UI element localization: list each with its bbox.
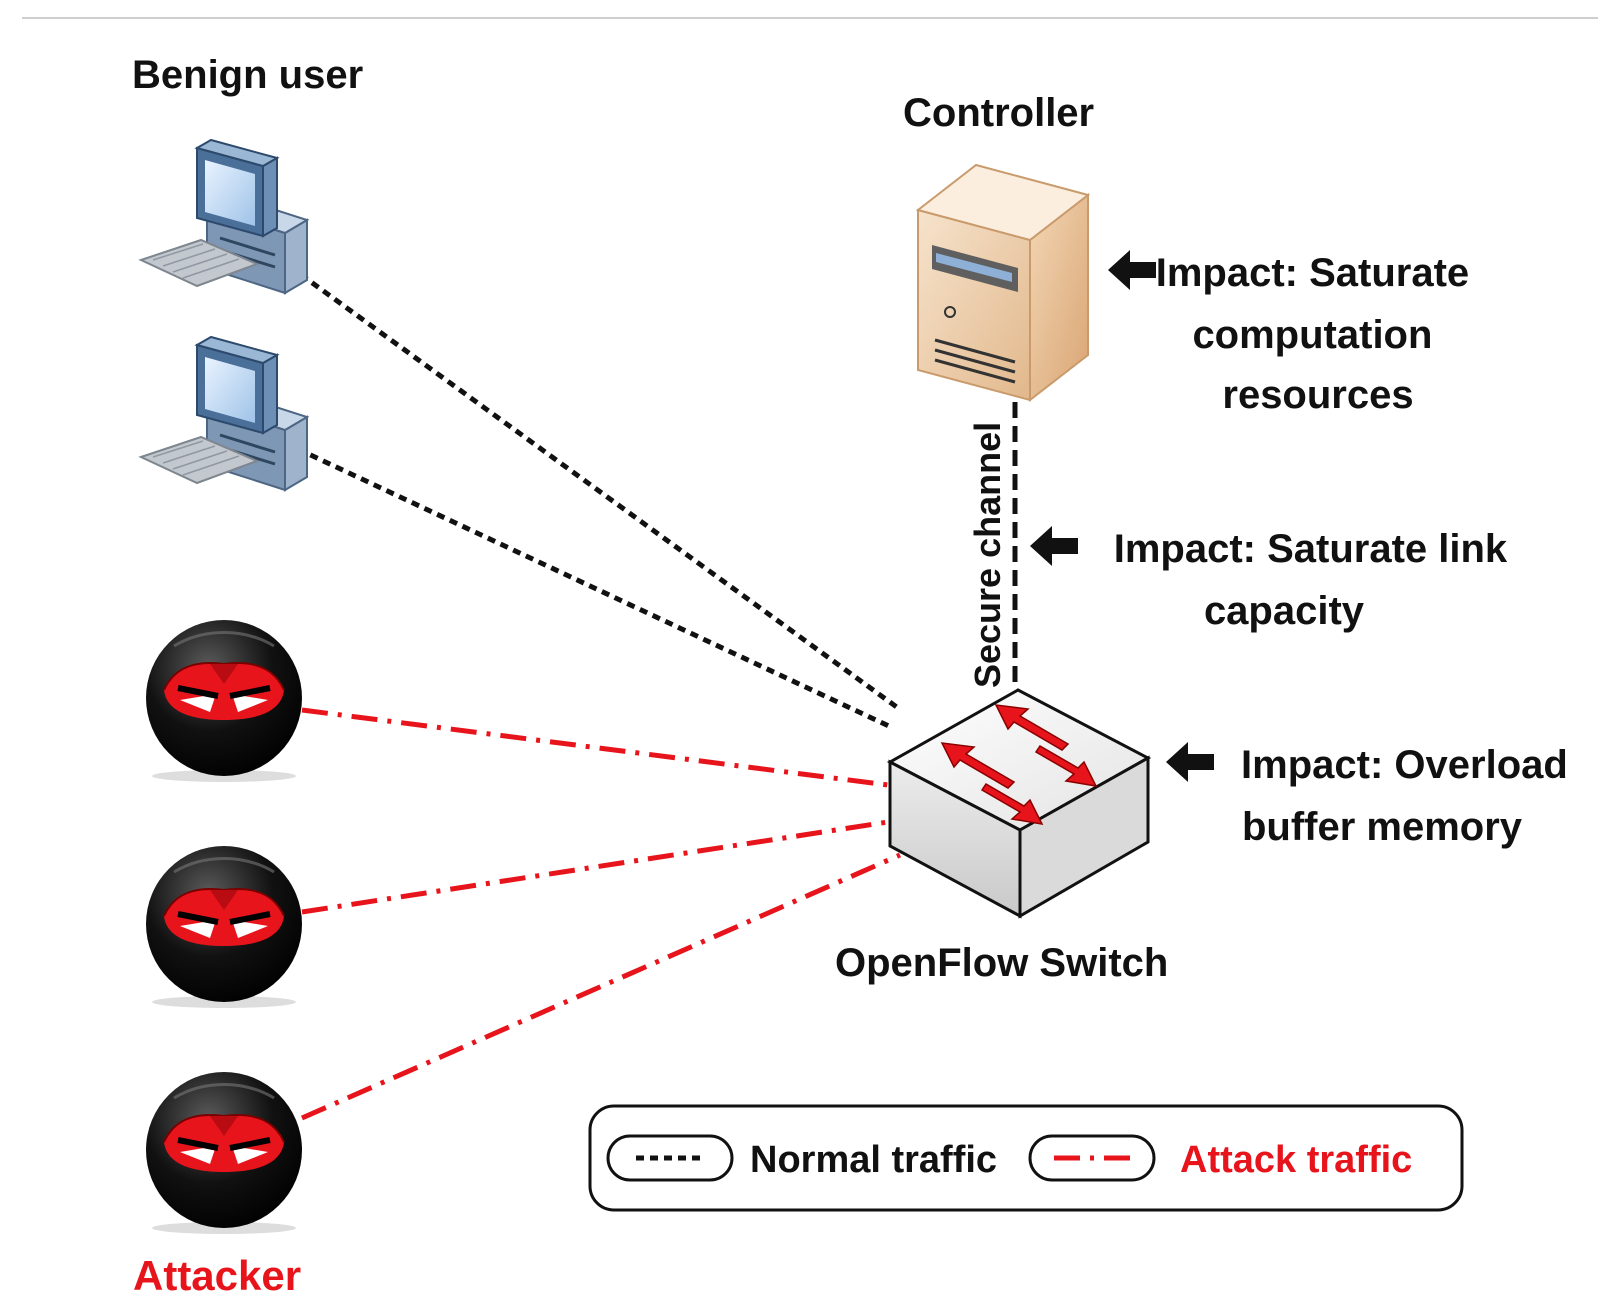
impact-switch-line-1: Impact: Overload (1241, 743, 1568, 787)
attacker-label: Attacker (133, 1252, 301, 1299)
arrow-left-icon (1108, 250, 1156, 290)
attack-link-1 (301, 707, 889, 788)
legend-normal-label: Normal traffic (750, 1139, 997, 1181)
controller-label: Controller (903, 91, 1094, 135)
computer-icon (139, 138, 309, 295)
attacker-icon (146, 846, 302, 1008)
computer-icon (139, 335, 309, 492)
impact-link-line-2: capacity (1204, 589, 1365, 633)
switch-label: OpenFlow Switch (835, 941, 1168, 985)
server-icon (915, 163, 1091, 403)
arrow-left-icon (1166, 742, 1214, 782)
impact-link: Impact: Saturate link capacity (1114, 527, 1519, 633)
attack-link-3 (300, 852, 902, 1121)
impact-switch: Impact: Overload buffer memory (1241, 743, 1579, 849)
attack-link-2 (301, 819, 889, 915)
impact-controller-line-3: resources (1222, 373, 1413, 417)
impact-link-line-1: Impact: Saturate link (1114, 527, 1508, 571)
normal-link-1 (276, 255, 900, 711)
impact-controller-line-1: Impact: Saturate (1156, 251, 1469, 295)
normal-traffic-lines (276, 255, 900, 731)
attack-traffic-lines (300, 707, 902, 1121)
attacker-icon (146, 1072, 302, 1234)
legend-box (588, 1104, 1464, 1212)
impact-switch-line-2: buffer memory (1242, 805, 1523, 849)
impact-controller-line-2: computation (1192, 313, 1432, 357)
legend-attack-label: Attack traffic (1180, 1139, 1412, 1181)
legend: Normal traffic Attack traffic (588, 1104, 1464, 1212)
arrow-left-icon (1030, 526, 1078, 566)
impact-controller: Impact: Saturate computation resources (1156, 251, 1481, 417)
secure-channel-label: Secure channel (967, 422, 1008, 688)
benign-user-label: Benign user (132, 53, 363, 97)
switch-icon (886, 688, 1152, 919)
attacker-icon (146, 620, 302, 782)
